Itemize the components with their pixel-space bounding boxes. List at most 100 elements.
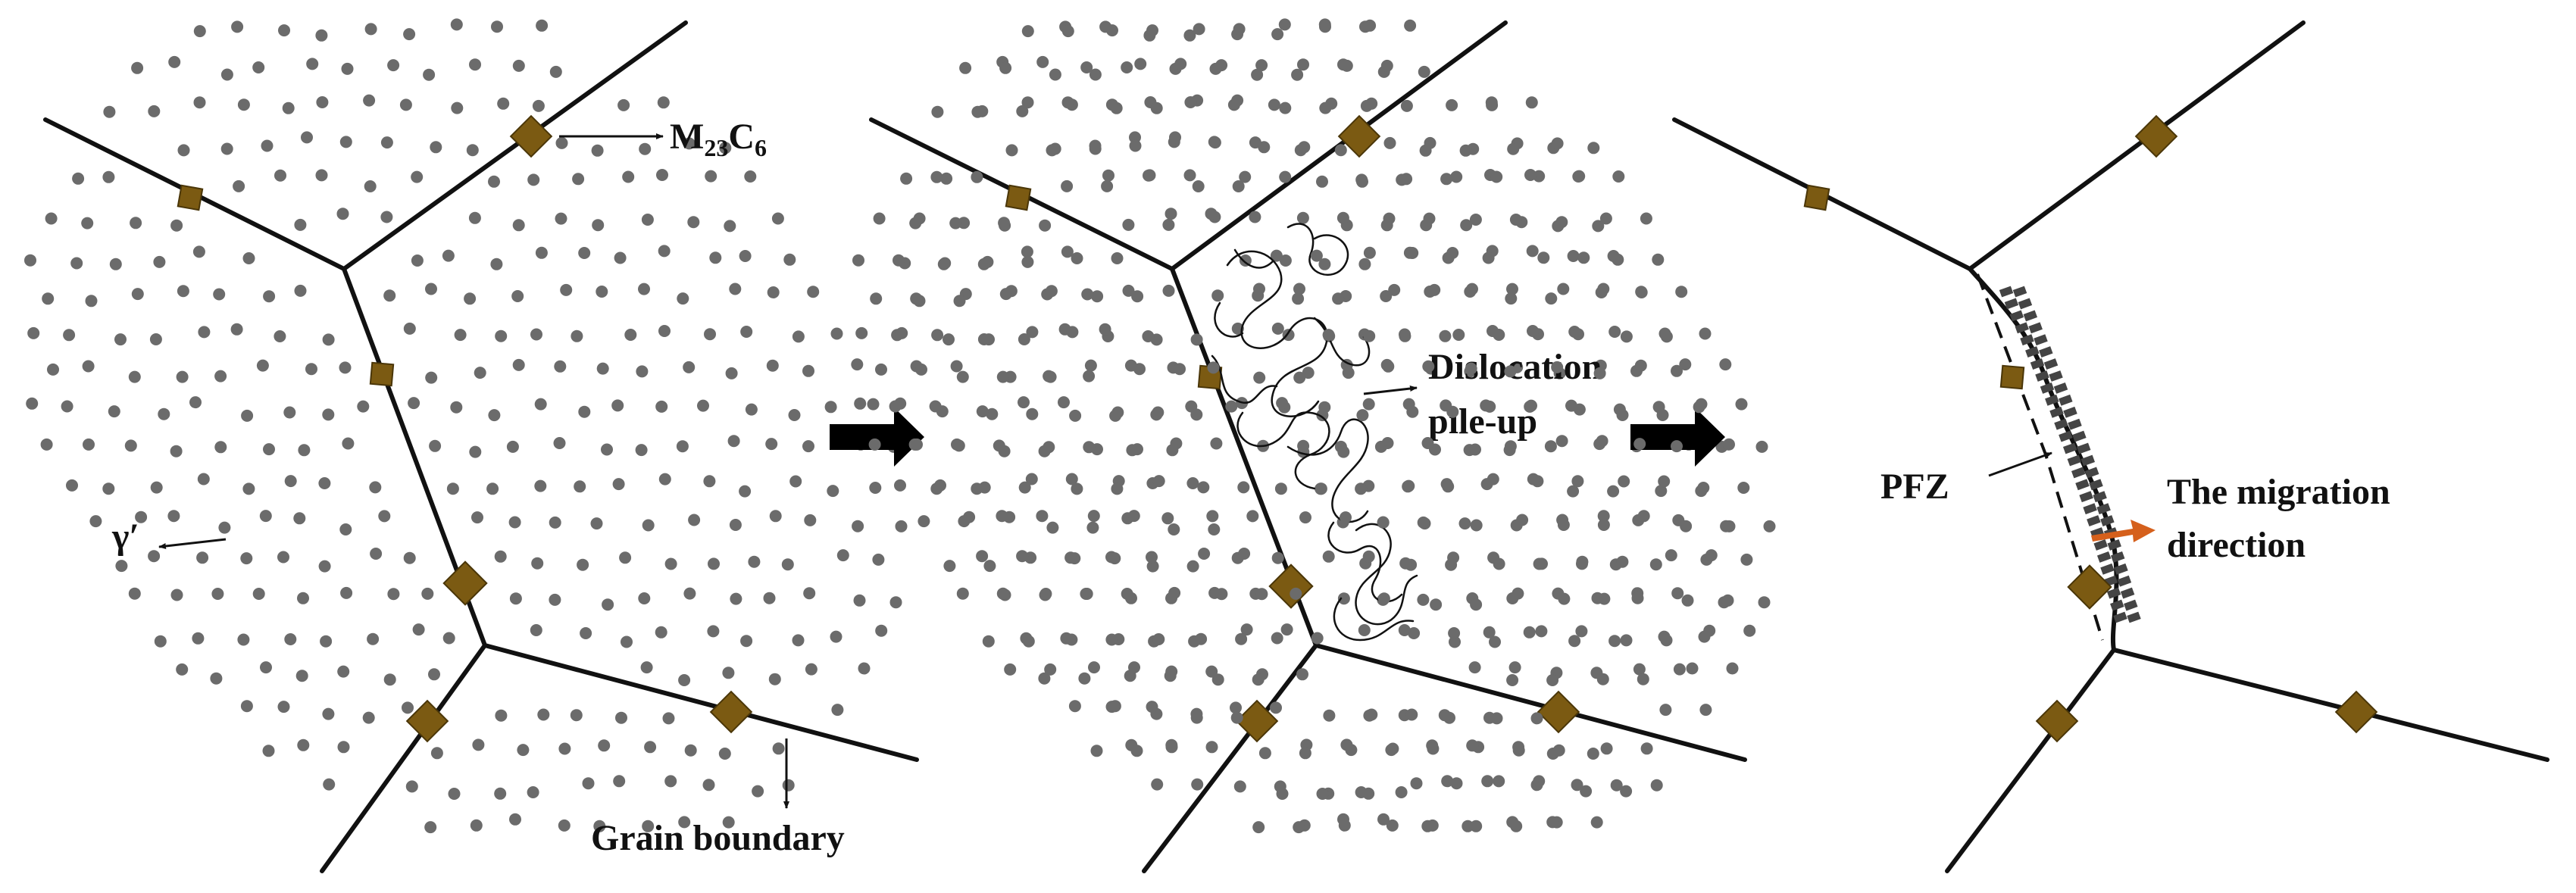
gamma-prime-particle [1069, 409, 1082, 422]
gamma-prime-particle [464, 292, 477, 305]
gamma-prime-particle [263, 443, 275, 456]
gamma-prime-particle [792, 634, 805, 647]
gamma-prime-particle [339, 361, 352, 374]
gamma-prime-particle [768, 673, 781, 685]
gamma-prime-particle [638, 283, 650, 295]
gamma-prime-particle [930, 170, 943, 183]
carbide [709, 690, 753, 734]
gamma-prime-particle [466, 144, 479, 157]
gamma-prime-particle [1337, 592, 1350, 605]
pfz-precipitate [2015, 322, 2029, 334]
gamma-prime-particle [724, 220, 736, 233]
gamma-prime-particle [996, 587, 1009, 600]
gamma-prime-particle [1374, 440, 1387, 453]
gamma-prime-particle [976, 405, 989, 418]
gamma-prime-particle [792, 330, 805, 343]
gamma-prime-particle [1565, 399, 1577, 412]
gamma-prime-particle [1169, 131, 1181, 144]
gamma-prime-particle [572, 173, 585, 186]
pfz-precipitate [2084, 467, 2099, 479]
pfz-precipitate [2018, 298, 2033, 310]
gamma-prime-particle [549, 65, 562, 78]
gamma-prime-particle [1608, 635, 1621, 648]
gamma-prime-particle [341, 62, 354, 75]
pfz-precipitate [1999, 286, 2014, 298]
gamma-prime-particle [1168, 523, 1180, 535]
gamma-prime-particle [1486, 98, 1499, 111]
gamma-prime-particle [1315, 482, 1327, 495]
gamma-prime-particle [943, 560, 956, 573]
gamma-prime-particle [469, 58, 481, 71]
gamma-prime-particle [124, 439, 137, 452]
gamma-prime-particle [1121, 588, 1133, 600]
gamma-prime-particle [1018, 396, 1030, 409]
pfz-precipitate [2127, 611, 2141, 623]
gamma-prime-particle [558, 819, 571, 832]
gamma-prime-particle [1146, 24, 1158, 37]
gamma-prime-particle [596, 362, 609, 375]
gamma-prime-particle [370, 548, 383, 560]
gamma-prime-particle [297, 592, 309, 604]
gamma-prime-particle [509, 592, 522, 605]
gamma-prime-particle [642, 519, 655, 532]
gamma-prime-particle [425, 371, 438, 384]
gamma-prime-particle [70, 257, 83, 270]
gamma-prime-particle [339, 523, 352, 535]
pfz-precipitate [2034, 334, 2048, 346]
gamma-prime-particle [688, 514, 701, 526]
gamma-prime-particle [72, 172, 85, 185]
pfz-precipitate [2020, 334, 2034, 346]
gamma-prime-particle [196, 551, 209, 564]
gamma-prime-particle [1573, 170, 1586, 183]
gamma-prime-particle [1165, 738, 1178, 751]
gamma-prime-particle [1658, 475, 1671, 488]
pfz-precipitate [2059, 394, 2073, 406]
gamma-prime-particle [1610, 779, 1623, 792]
gamma-prime-particle [295, 670, 308, 682]
gamma-prime-particle [115, 560, 128, 573]
gamma-prime-particle [977, 258, 990, 270]
gamma-prime-particle [1380, 219, 1393, 232]
carbide [2035, 699, 2079, 743]
gamma-prime-particle [1299, 747, 1311, 760]
gamma-prime-particle [237, 98, 250, 111]
gamma-prime-particle [158, 407, 170, 420]
gamma-prime-particle [683, 137, 696, 150]
gamma-prime-particle [530, 624, 542, 636]
gamma-prime-particle [284, 633, 297, 645]
gamma-prime-particle [872, 553, 885, 566]
gamma-prime-particle [1064, 551, 1077, 564]
gamma-prime-particle [1081, 288, 1094, 301]
gamma-prime-particle [1383, 136, 1396, 149]
gamma-prime-particle [722, 816, 735, 829]
gamma-prime-particle [1458, 517, 1471, 530]
gamma-prime-particle [1342, 367, 1355, 379]
gamma-prime-particle [1334, 144, 1347, 157]
gamma-prime-particle [81, 217, 94, 229]
gamma-prime-particle [403, 322, 416, 335]
gamma-prime-particle [1377, 813, 1390, 826]
gamma-prime-particle [1633, 438, 1646, 451]
gamma-prime-particle [613, 775, 626, 788]
gamma-prime-particle [642, 820, 655, 832]
gamma-prime-particle [1487, 551, 1500, 564]
gamma-prime-particle [1758, 596, 1771, 609]
gamma-prime-particle [1441, 775, 1454, 788]
gamma-prime-particle [703, 475, 716, 488]
gamma-prime-particle [1445, 558, 1458, 571]
gamma-prime-particle [986, 407, 999, 420]
gamma-prime-particle [1005, 144, 1018, 157]
gamma-prime-particle [702, 779, 715, 792]
gamma-prime-particle [1587, 142, 1600, 155]
gamma-prime-particle [1430, 598, 1443, 611]
pfz-precipitate [2045, 394, 2059, 406]
gamma-prime-particle [494, 550, 507, 563]
gamma-prime-particle [1121, 61, 1133, 73]
gamma-prime-particle [852, 254, 864, 267]
migration-label-line1: The migration [2167, 472, 2390, 512]
gamma-prime-particle [220, 68, 233, 81]
gamma-prime-particle [1580, 785, 1593, 798]
gamma-prime-particle [614, 251, 627, 264]
gamma-prime-particle [1616, 555, 1629, 568]
gamma-prime-particle [383, 673, 396, 686]
